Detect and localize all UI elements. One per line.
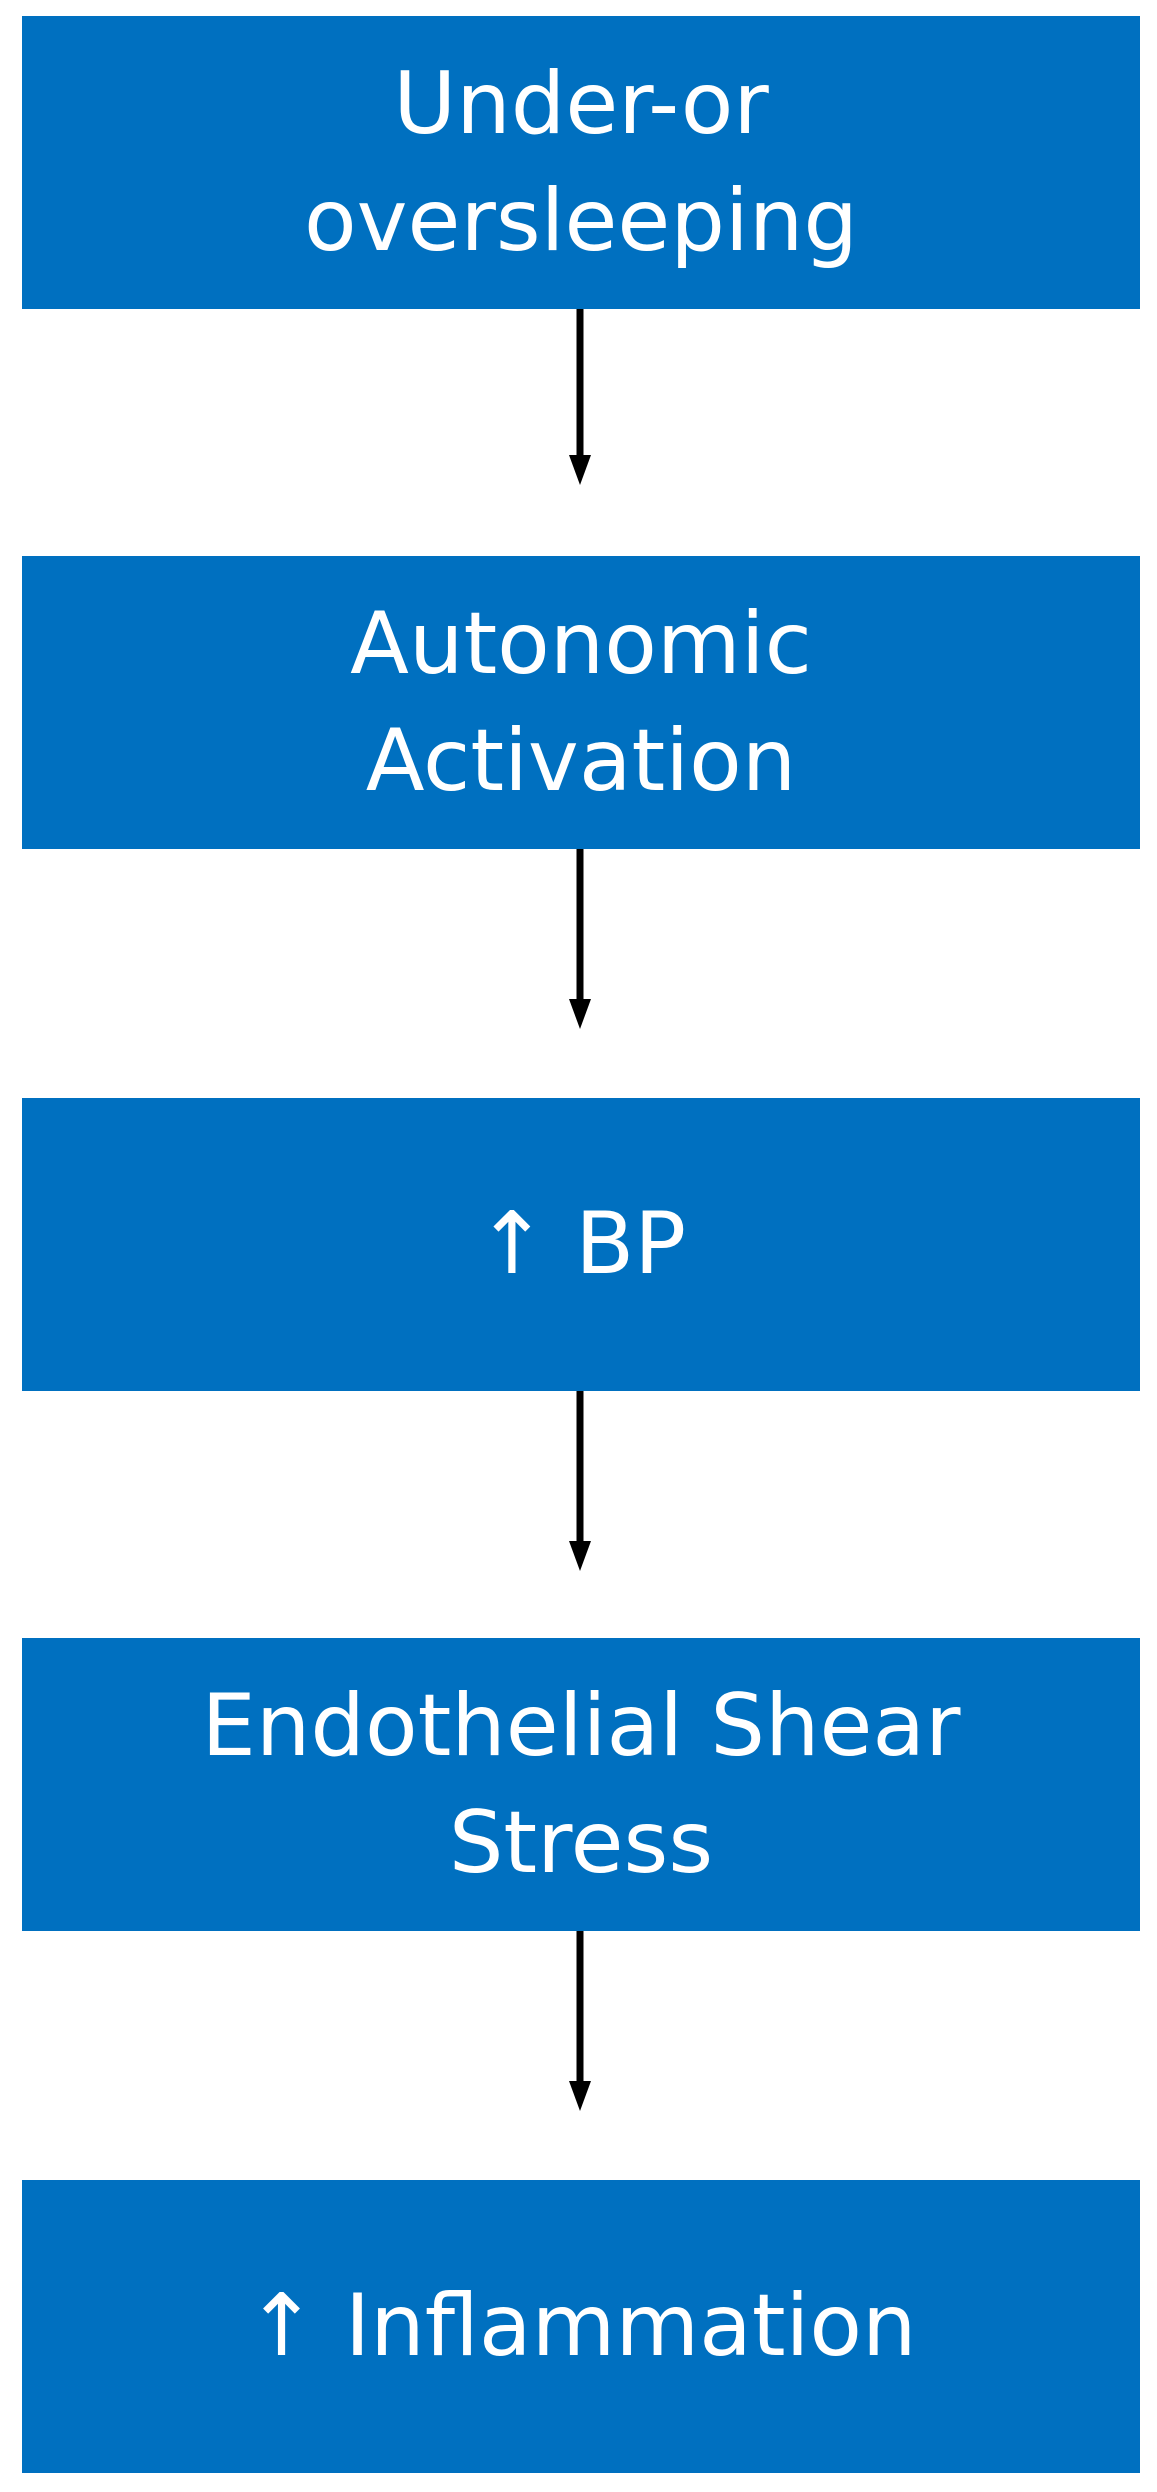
step-box-bp: ↑ BP [22,1098,1140,1391]
arrow-down-icon [569,849,591,1029]
step-label: Autonomic Activation [350,594,812,811]
step-label: Endothelial Shear Stress [201,1676,961,1893]
step-box-under-or-oversleeping: Under-or oversleeping [22,16,1140,309]
step-label: ↑ BP [475,1194,687,1295]
step-box-endothelial-shear-stress: Endothelial Shear Stress [22,1638,1140,1931]
step-box-inflammation: ↑ Inflammation [22,2180,1140,2473]
step-box-autonomic-activation: Autonomic Activation [22,556,1140,849]
step-label: ↑ Inflammation [245,2276,917,2377]
arrow-down-icon [569,1391,591,1571]
arrow-down-icon [569,1931,591,2111]
arrow-down-icon [569,309,591,485]
step-label: Under-or oversleeping [304,54,858,271]
